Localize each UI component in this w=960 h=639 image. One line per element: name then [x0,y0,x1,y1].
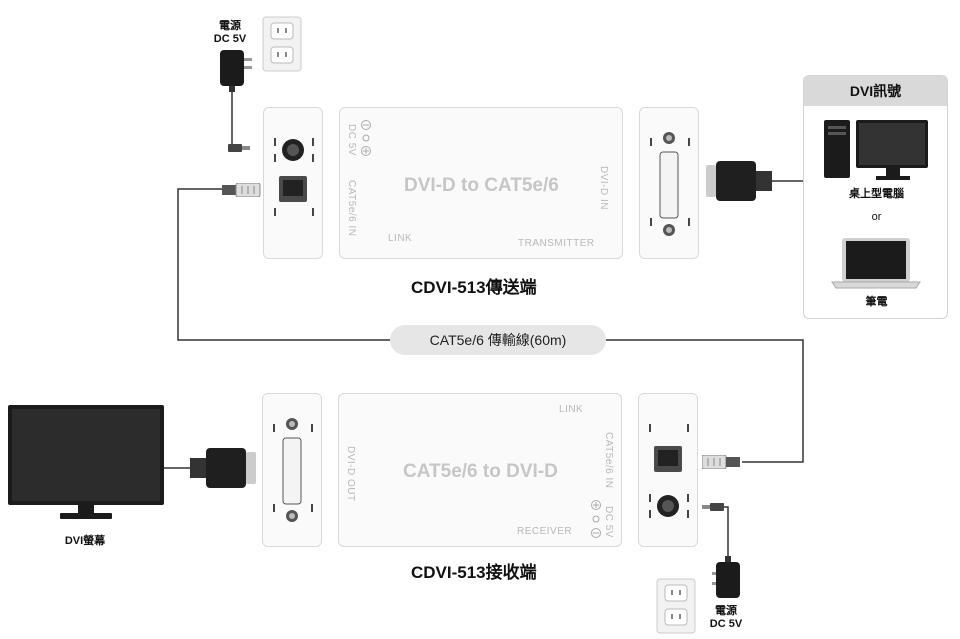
laptop-icon [831,238,921,289]
receiver-main-panel: CAT5e/6 to DVI-D DVI-D OUT LINK CAT5e/6 … [338,393,622,547]
receiver-dc-label: DC 5V [603,506,614,538]
power-adapter-bottom-icon [712,556,740,598]
wall-outlet-bottom-icon [656,578,696,634]
wall-outlet-icon [262,16,302,72]
receiver-link-label: LINK [559,404,584,415]
dc-plug-icon [228,144,250,152]
rj45-plug-top-icon [222,183,261,197]
dc-polarity-receiver-icon [591,500,601,538]
dc-polarity-icon [361,120,371,156]
power-adapter-icon [220,50,252,92]
transmitter-link-label: LINK [388,233,413,244]
power-label-top-line2: DC 5V [213,33,247,45]
power-label-bottom-line2: DC 5V [709,618,743,630]
desktop-computer-icon [824,120,928,180]
transmitter-left-panel [263,107,323,259]
receiver-type-label: RECEIVER [517,526,573,537]
cable-label: CAT5e/6 傳輸線(60m) [390,325,606,355]
dvi-source-header: DVI訊號 [804,76,947,106]
transmitter-main-panel: DVI-D to CAT5e/6 DC 5V CAT5e/6 IN DVI-D … [339,107,623,259]
monitor-icon [8,405,164,519]
receiver-cat-label: CAT5e/6 IN [603,432,614,489]
power-label-top: 電源 DC 5V [210,20,250,46]
receiver-caption: CDVI-513接收端 [411,563,537,582]
transmitter-type-label: TRANSMITTER [518,238,595,249]
dvi-connector-transmitter-icon [706,161,772,201]
rj45-plug-bottom-icon [702,455,740,469]
dvi-source-box: DVI訊號 桌上型電腦 or 筆電 [803,75,948,319]
transmitter-caption: CDVI-513傳送端 [411,278,537,297]
transmitter-right-panel [639,107,699,259]
monitor-label: DVI螢幕 [64,535,106,547]
receiver-title: CAT5e/6 to DVI-D [403,461,558,482]
desktop-label: 桌上型電腦 [849,188,904,200]
dc-plug-bottom-icon [702,503,724,511]
receiver-left-panel [262,393,322,547]
receiver-right-panel [638,393,698,547]
laptop-label: 筆電 [865,296,888,308]
power-label-bottom-line1: 電源 [715,605,737,617]
dvi-port-transmitter [650,132,690,236]
power-label-bottom: 電源 DC 5V [706,605,746,631]
transmitter-ports [274,138,314,216]
transmitter-dc-label: DC 5V [346,124,357,156]
dvi-port-receiver [273,418,313,522]
transmitter-cat-label: CAT5e/6 IN [346,180,357,237]
receiver-ports [649,424,689,518]
power-label-top-line1: 電源 [219,20,241,32]
receiver-dvi-label: DVI-D OUT [345,446,356,502]
dvi-connector-receiver-icon [190,448,256,488]
transmitter-dvi-label: DVI-D IN [598,166,609,210]
transmitter-title: DVI-D to CAT5e/6 [404,175,559,196]
or-label: or [871,211,882,223]
